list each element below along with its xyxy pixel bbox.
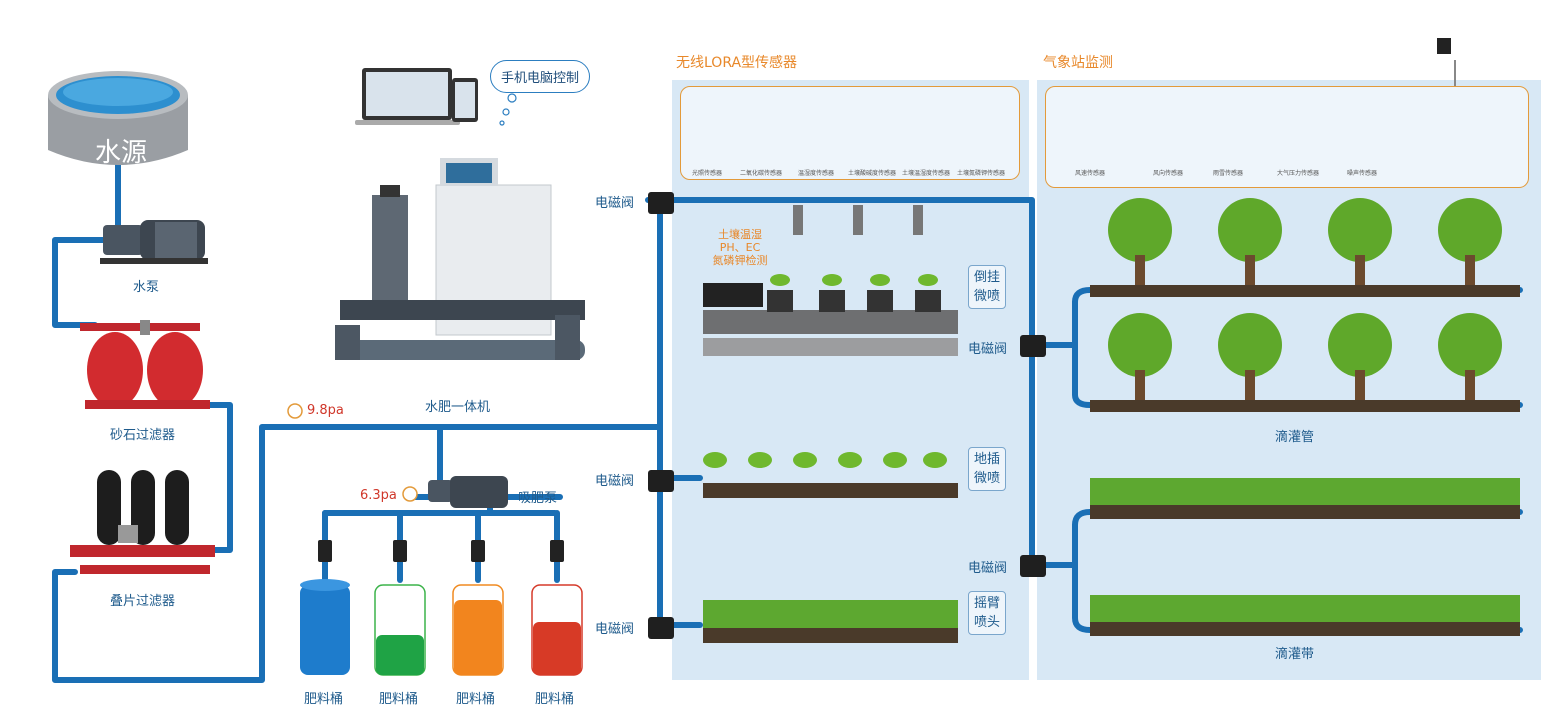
valve-label-4: 电磁阀 xyxy=(968,342,1008,357)
suction-pump xyxy=(428,476,508,508)
hanging-spray-tag: 倒挂 微喷 xyxy=(968,265,1007,309)
fert-tank-label-2: 肥料桶 xyxy=(379,692,419,707)
lora-zone xyxy=(672,80,1029,680)
lora-sensor-box xyxy=(680,86,1020,180)
ground-spray-line-2: 微喷 xyxy=(974,471,1001,486)
disc-filter-label: 叠片过滤器 xyxy=(110,594,176,609)
soil-note-line-2: PH、EC xyxy=(719,241,761,254)
hanging-spray-line-2: 微喷 xyxy=(974,289,1001,304)
fert-tank-label-3: 肥料桶 xyxy=(456,692,496,707)
drip-pipe-orchard xyxy=(1090,198,1520,412)
disc-filter xyxy=(70,470,215,574)
fertilizer-tanks xyxy=(300,579,583,676)
weather-sensor-2: 风向传感器 xyxy=(1153,170,1184,177)
soil-note-line-1: 土壤温湿 xyxy=(718,228,762,241)
lora-sensor-3: 温湿度传感器 xyxy=(798,170,835,177)
valve-label-1: 电磁阀 xyxy=(595,196,635,211)
sand-filter-label: 砂石过滤器 xyxy=(110,428,176,443)
drip-tape-field xyxy=(1090,478,1520,636)
pressure-gauge-main xyxy=(287,403,303,419)
hanging-spray-line-1: 倒挂 xyxy=(974,270,1001,285)
hanging-spray-area xyxy=(703,205,958,356)
weather-sensor-box xyxy=(1045,86,1529,188)
pump-label: 水泵 xyxy=(133,280,160,295)
drip-tape-label: 滴灌带 xyxy=(1275,647,1315,662)
rocker-spray-line-1: 摇臂 xyxy=(974,596,1001,611)
lora-sensor-1: 光照传感器 xyxy=(692,170,723,177)
valve-label-5: 电磁阀 xyxy=(968,561,1008,576)
fert-machine-label: 水肥一体机 xyxy=(425,400,491,415)
laptop-phone-icon xyxy=(355,68,478,125)
pressure-main-label: 9.8pa xyxy=(307,403,344,418)
suction-pump-label: 吸肥泵 xyxy=(518,491,558,506)
drip-pipe-label: 滴灌管 xyxy=(1275,430,1315,445)
lora-sensor-5: 土壤温湿度传感器 xyxy=(902,170,951,177)
lora-title: 无线LORA型传感器 xyxy=(676,55,798,71)
valve-label-2: 电磁阀 xyxy=(595,474,635,489)
ground-spray-line-1: 地插 xyxy=(974,452,1001,467)
control-bubble: 手机电脑控制 xyxy=(490,60,591,93)
lora-sensor-6: 土壤氮磷钾传感器 xyxy=(957,170,1006,177)
weather-sensor-5: 噪声传感器 xyxy=(1347,170,1378,177)
water-source-label: 水源 xyxy=(95,138,148,168)
pressure-gauge-sub xyxy=(402,486,418,502)
ground-spray-tag: 地插 微喷 xyxy=(968,447,1007,491)
fert-tank-label-1: 肥料桶 xyxy=(304,692,344,707)
pressure-sub-label: 6.3pa xyxy=(360,488,397,503)
lora-sensor-4: 土壤酸碱度传感器 xyxy=(848,170,897,177)
weather-sensor-3: 雨雪传感器 xyxy=(1213,170,1244,177)
fert-tank-label-4: 肥料桶 xyxy=(535,692,575,707)
weather-title: 气象站监测 xyxy=(1043,55,1113,71)
valve-label-3: 电磁阀 xyxy=(595,622,635,637)
fertilizer-machine xyxy=(335,158,585,360)
rocker-spray-area xyxy=(703,600,958,643)
weather-sensor-1: 风速传感器 xyxy=(1075,170,1106,177)
lora-sensor-2: 二氧化碳传感器 xyxy=(740,170,783,177)
water-pump xyxy=(100,220,208,264)
water-source-tank xyxy=(48,71,188,165)
sand-filter xyxy=(80,320,210,409)
soil-sensor-note: 土壤温湿 PH、EC 氮磷钾检测 xyxy=(700,228,780,267)
rocker-spray-tag: 摇臂 喷头 xyxy=(968,591,1007,635)
soil-note-line-3: 氮磷钾检测 xyxy=(712,254,768,267)
rocker-spray-line-2: 喷头 xyxy=(974,615,1001,630)
weather-sensor-4: 大气压力传感器 xyxy=(1277,170,1320,177)
ground-spray-area xyxy=(703,452,958,498)
